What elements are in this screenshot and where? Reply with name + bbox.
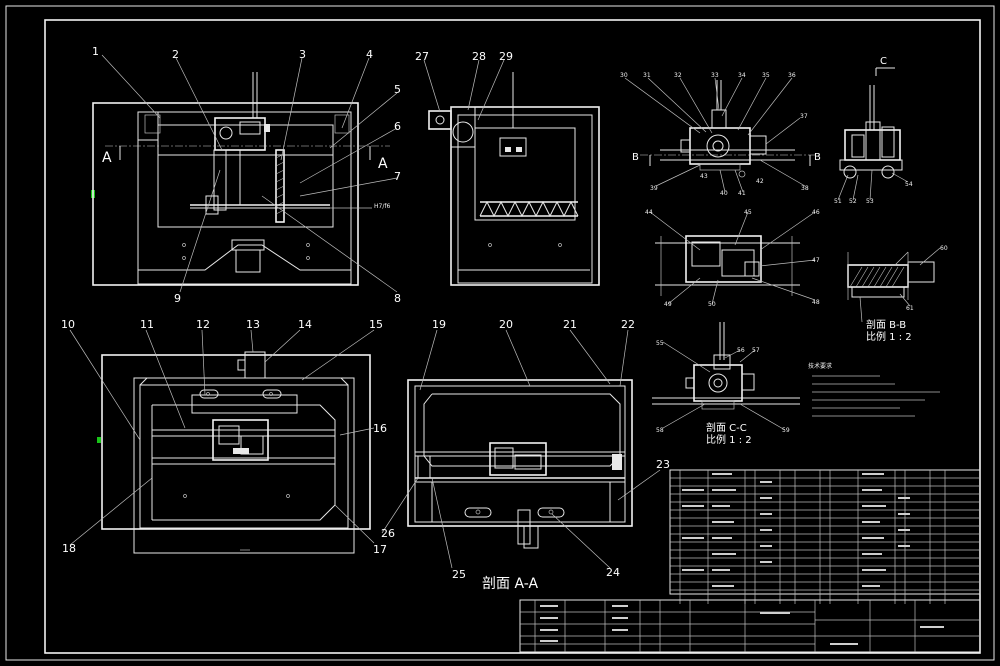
section-mark-b-right: B — [814, 152, 821, 163]
detail-number-42: 42 — [756, 178, 764, 185]
leaders-front — [101, 54, 398, 293]
detail-number-35: 35 — [762, 72, 770, 79]
detail-number-46: 46 — [812, 209, 820, 216]
section-aa-view: 剖面 A-A — [407, 379, 633, 592]
technical-requirements: 技术要求 — [808, 362, 940, 417]
detail-plan-view — [655, 235, 800, 296]
part-number-17: 17 — [373, 543, 387, 556]
detail-number-31: 31 — [643, 72, 651, 79]
top-view — [101, 351, 371, 554]
detail-bb-section: 剖面 B-B 比例 1 : 2 — [847, 252, 935, 343]
part-number-12: 12 — [196, 318, 210, 331]
section-aa-caption: 剖面 A-A — [482, 576, 538, 592]
detail-bb-view: B B — [632, 80, 821, 178]
detail-number-53: 53 — [866, 198, 874, 205]
section-bb-caption: 剖面 B-B — [866, 318, 906, 331]
section-cc-scale: 比例 1 : 2 — [706, 433, 752, 446]
leaders-bb — [624, 77, 806, 193]
parts-list-table — [669, 469, 981, 604]
tech-requirements-title: 技术要求 — [808, 362, 832, 370]
detail-number-36: 36 — [788, 72, 796, 79]
detail-number-50: 50 — [708, 301, 716, 308]
section-mark-a-left: A — [102, 150, 112, 166]
part-number-10: 10 — [61, 318, 75, 331]
part-number-23: 23 — [656, 458, 670, 471]
sheet-border — [5, 5, 995, 661]
detail-number-45: 45 — [744, 209, 752, 216]
detail-number-54: 54 — [905, 181, 913, 188]
part-number-18: 18 — [62, 542, 76, 555]
part-number-19: 19 — [432, 318, 446, 331]
detail-number-52: 52 — [849, 198, 857, 205]
detail-number-48: 48 — [812, 299, 820, 306]
part-number-29: 29 — [499, 50, 513, 63]
detail-number-51: 51 — [834, 198, 842, 205]
leaders-cc — [662, 341, 786, 431]
detail-number-55: 55 — [656, 340, 664, 347]
side-view — [428, 72, 600, 286]
part-number-26: 26 — [381, 527, 395, 540]
detail-number-59: 59 — [782, 427, 790, 434]
detail-number-32: 32 — [674, 72, 682, 79]
detail-number-60: 60 — [940, 245, 948, 252]
part-number-1: 1 — [92, 45, 99, 58]
part-number-7: 7 — [394, 170, 401, 183]
detail-number-33: 33 — [711, 72, 719, 79]
detail-number-40: 40 — [720, 190, 728, 197]
part-number-28: 28 — [472, 50, 486, 63]
section-mark-a-right: A — [378, 156, 388, 172]
detail-number-43: 43 — [700, 173, 708, 180]
part-number-3: 3 — [299, 48, 306, 61]
part-number-9: 9 — [174, 292, 181, 305]
detail-number-39: 39 — [650, 185, 658, 192]
detail-number-34: 34 — [738, 72, 746, 79]
detail-number-58: 58 — [656, 427, 664, 434]
part-number-24: 24 — [606, 566, 620, 579]
detail-number-44: 44 — [645, 209, 653, 216]
detail-number-41: 41 — [738, 190, 746, 197]
part-number-5: 5 — [394, 83, 401, 96]
part-number-15: 15 — [369, 318, 383, 331]
detail-number-49: 49 — [664, 301, 672, 308]
detail-number-37: 37 — [800, 113, 808, 120]
part-number-25: 25 — [452, 568, 466, 581]
leaders-side-c — [837, 169, 909, 201]
part-number-2: 2 — [172, 48, 179, 61]
detail-number-labels: 30 31 32 33 34 35 36 37 38 39 40 41 42 43 44 45 46 47 48 49… — [620, 72, 948, 434]
title-block — [519, 599, 981, 653]
section-mark-c: C — [880, 56, 887, 67]
detail-number-57: 57 — [752, 347, 760, 354]
detail-number-30: 30 — [620, 72, 628, 79]
leaders-aa — [381, 329, 661, 569]
leaders-bb-section — [859, 247, 941, 323]
detail-number-61: 61 — [906, 305, 914, 312]
detail-side-c-view: C — [839, 56, 903, 179]
part-number-16: 16 — [373, 422, 387, 435]
leaders-plan — [649, 211, 816, 305]
part-number-11: 11 — [140, 318, 154, 331]
detail-number-38: 38 — [801, 185, 809, 192]
front-view: A A H7/f6 — [92, 72, 390, 286]
part-number-14: 14 — [298, 318, 312, 331]
detail-number-56: 56 — [737, 347, 745, 354]
part-number-8: 8 — [394, 292, 401, 305]
part-number-27: 27 — [415, 50, 429, 63]
detail-cc-view: 剖面 C-C 比例 1 : 2 — [652, 322, 800, 446]
part-number-20: 20 — [499, 318, 513, 331]
part-number-4: 4 — [366, 48, 373, 61]
leaders-side — [423, 59, 505, 121]
part-number-21: 21 — [563, 318, 577, 331]
part-number-13: 13 — [246, 318, 260, 331]
part-number-22: 22 — [621, 318, 635, 331]
part-number-6: 6 — [394, 120, 401, 133]
leaders-top — [69, 329, 375, 546]
section-cc-caption: 剖面 C-C — [706, 421, 747, 434]
section-bb-scale: 比例 1 : 2 — [866, 330, 912, 343]
section-mark-b-left: B — [632, 152, 639, 163]
detail-number-47: 47 — [812, 257, 820, 264]
green-marker-2 — [97, 437, 101, 443]
fit-mark: H7/f6 — [374, 203, 390, 210]
